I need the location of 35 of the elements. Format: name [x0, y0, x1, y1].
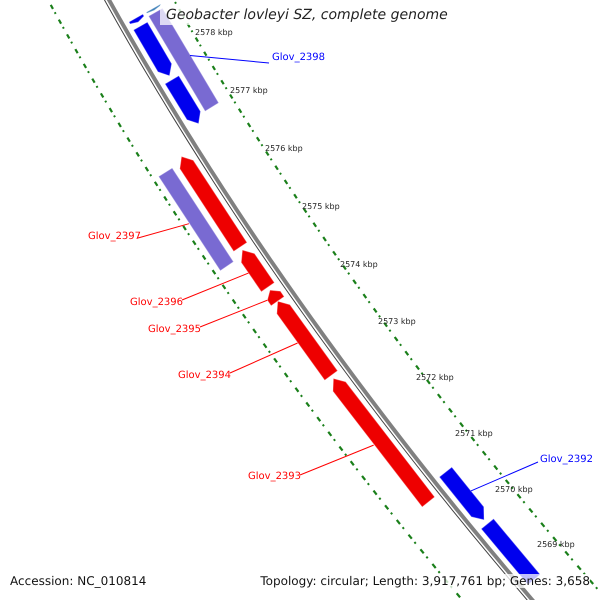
gene-label: Glov_2392 [540, 454, 594, 465]
genome-info-note: Topology: circular; Length: 3,917,761 bp; Genes: 3,658 [260, 574, 590, 588]
gene-feature [146, 4, 162, 14]
gene-feature [128, 13, 145, 25]
scale-label: 2578 kbp [195, 28, 233, 37]
scale-label: 2571 kbp [455, 429, 493, 438]
orf-feature [158, 167, 234, 272]
scale-label: 2570 kbp [495, 485, 533, 494]
leader-line [470, 462, 538, 492]
accession-note: Accession: NC_010814 [10, 574, 146, 588]
gene-label: Glov_2395 [148, 324, 202, 335]
scale-label: 2573 kbp [378, 317, 416, 326]
scale-label: 2572 kbp [416, 373, 454, 382]
gene-feature [438, 466, 485, 521]
scale-label: 2577 kbp [230, 86, 268, 95]
gene-label: Glov_2397 [88, 231, 142, 242]
leader-line [300, 444, 374, 476]
gene-feature [266, 290, 285, 306]
leader-line [230, 342, 298, 374]
scale-label: 2576 kbp [265, 144, 303, 153]
gene-label: Glov_2394 [178, 370, 232, 381]
gene-label: Glov_2393 [248, 471, 302, 482]
gene-feature [164, 75, 202, 124]
leader-line [200, 300, 268, 328]
gene-feature [179, 156, 248, 252]
scale-label: 2574 kbp [340, 260, 378, 269]
gene-feature [240, 249, 276, 292]
gene-label: Glov_2398 [272, 52, 326, 63]
leader-line [138, 223, 190, 238]
leader-line [182, 272, 249, 300]
gene-feature [132, 21, 172, 76]
gene-label: Glov_2396 [130, 297, 184, 308]
scale-label: 2575 kbp [302, 202, 340, 211]
scale-label: 2569 kbp [537, 540, 575, 549]
gene-feature [276, 300, 338, 381]
